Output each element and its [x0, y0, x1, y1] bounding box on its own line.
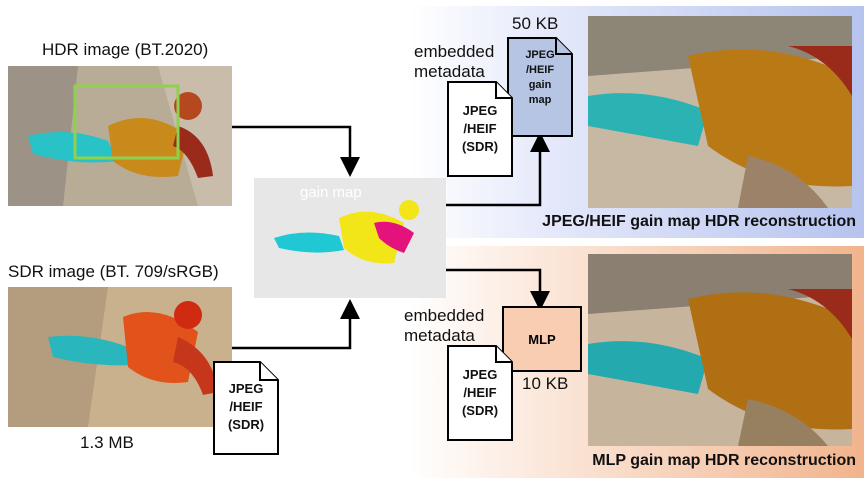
sdr-image-label: SDR image (BT. 709/sRGB): [8, 262, 219, 281]
bottom-sdr-doc-label: JPEG/HEIF(SDR): [461, 367, 499, 418]
mlp-label: MLP: [528, 331, 556, 347]
hdr-reconstruction-image: [588, 16, 852, 208]
crop-box: [73, 84, 180, 160]
top-size-label: 50 KB: [512, 14, 559, 33]
gain-map-label: gain map: [300, 184, 362, 201]
bottom-sdr-doc-icon: [447, 345, 513, 441]
mlp-reconstruction-image: [588, 254, 852, 446]
top-sdr-doc-icon: [447, 81, 513, 177]
top-sdr-doc-label: JPEG/HEIF(SDR): [461, 103, 499, 154]
sdr-image: [8, 287, 232, 427]
hdr-image: [8, 66, 232, 206]
sdr-size-label: 1.3 MB: [80, 433, 134, 452]
hdr-reconstruction-caption: JPEG/HEIF gain map HDR reconstruction: [542, 213, 856, 230]
mlp-box: MLP: [502, 306, 582, 372]
mlp-reconstruction-caption: MLP gain map HDR reconstruction: [592, 452, 856, 469]
hdr-image-label: HDR image (BT.2020): [42, 40, 209, 59]
gain-map-image: [254, 178, 446, 298]
bottom-size-label: 10 KB: [522, 374, 569, 393]
sdr-doc-label: JPEG/HEIF(SDR): [227, 381, 265, 432]
sdr-doc-icon: [213, 361, 279, 455]
